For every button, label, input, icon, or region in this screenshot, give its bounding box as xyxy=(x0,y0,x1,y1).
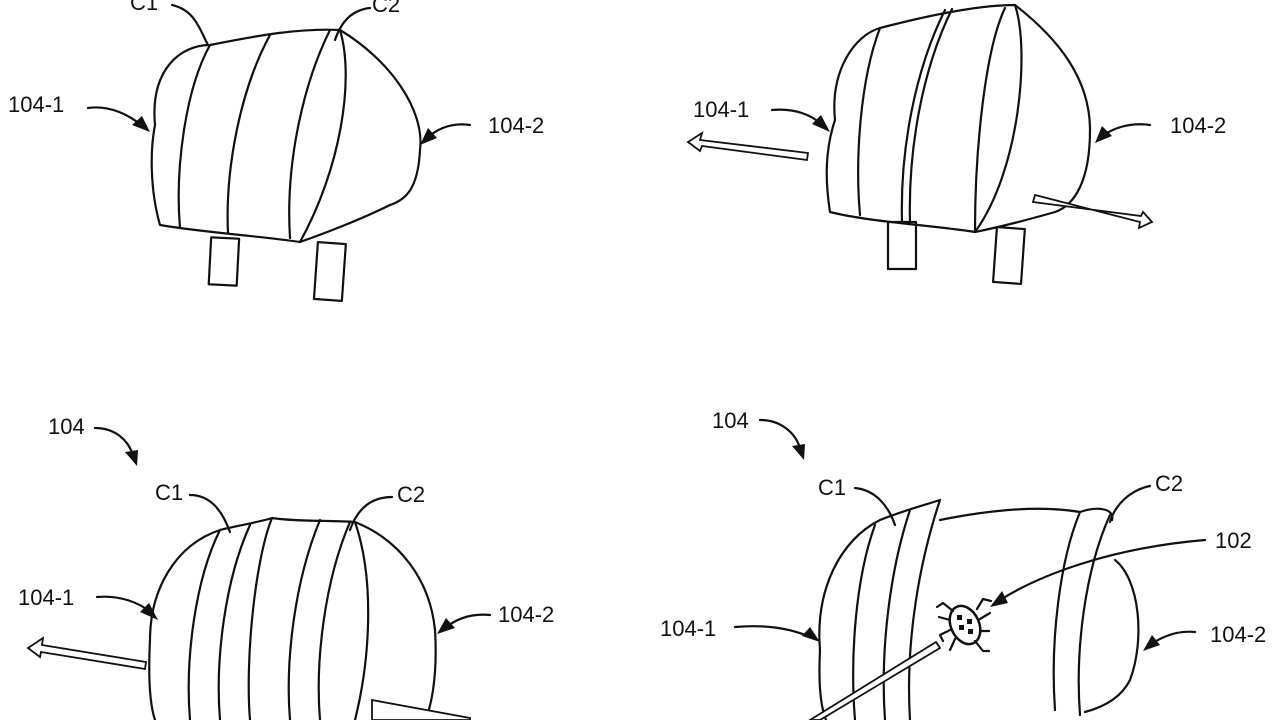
post xyxy=(312,240,347,303)
arrowhead xyxy=(140,603,158,620)
arrowhead xyxy=(125,450,138,466)
leader-c2 xyxy=(1108,484,1152,524)
figure-extended-headrest: 104 C1 C2 104-1 104-2 xyxy=(18,414,554,720)
stripe xyxy=(247,516,274,720)
stripe xyxy=(1052,510,1082,712)
direction-arrow-left[interactable] xyxy=(26,636,148,671)
label-104: 104 xyxy=(712,408,749,433)
leader-c1 xyxy=(188,493,232,534)
arrowhead xyxy=(792,444,805,460)
stripe xyxy=(298,28,347,244)
stripe xyxy=(1077,513,1112,717)
stripe xyxy=(882,508,912,720)
stripe xyxy=(187,528,222,720)
arrowhead xyxy=(990,591,1008,607)
figure-closed-headrest: C1 C2 104-1 104-2 xyxy=(8,0,544,303)
label-c1: C1 xyxy=(818,475,846,500)
stripe xyxy=(288,28,332,240)
leader-c1 xyxy=(170,3,210,47)
label-104-2: 104-2 xyxy=(1170,113,1226,138)
headrest-body xyxy=(825,3,1092,234)
arrowhead xyxy=(132,116,150,132)
label-104-1: 104-1 xyxy=(660,616,716,641)
body-top xyxy=(938,507,1082,522)
direction-arrow-right[interactable] xyxy=(371,698,471,720)
stripe xyxy=(973,3,1023,234)
leader-104 xyxy=(93,426,135,457)
arrowhead xyxy=(1143,635,1160,651)
stripe xyxy=(226,33,272,235)
leader-left xyxy=(733,625,814,640)
headrest-body xyxy=(150,28,422,244)
stripe xyxy=(900,8,947,224)
stripe xyxy=(973,6,1007,232)
arrowhead xyxy=(1095,126,1112,143)
arrowhead xyxy=(802,627,820,642)
label-104-1: 104-1 xyxy=(18,585,74,610)
label-102: 102 xyxy=(1215,528,1252,553)
post xyxy=(886,220,918,271)
headrest-body xyxy=(148,516,437,720)
direction-arrow-left[interactable] xyxy=(808,640,942,720)
label-c1: C1 xyxy=(155,480,183,505)
stripe xyxy=(217,523,252,720)
stripe xyxy=(317,520,352,720)
stripe xyxy=(177,43,212,230)
label-c2: C2 xyxy=(1155,471,1183,496)
label-104-2: 104-2 xyxy=(1210,622,1266,647)
label-c2: C2 xyxy=(372,0,400,17)
label-104-1: 104-1 xyxy=(8,92,64,117)
leader-c1 xyxy=(853,486,897,527)
figure-headrest-with-chip: 104 C1 C2 102 104-1 104-2 xyxy=(660,408,1266,720)
stripe xyxy=(857,26,882,217)
headrest-body xyxy=(818,498,942,720)
stripe xyxy=(908,7,954,225)
arrowhead xyxy=(420,128,437,145)
arrowhead xyxy=(812,115,830,132)
label-104-2: 104-2 xyxy=(488,113,544,138)
stripe xyxy=(353,520,370,720)
stripe xyxy=(287,518,322,720)
chip-icon xyxy=(935,597,993,653)
direction-arrow-right[interactable] xyxy=(1031,193,1154,230)
label-104-1: 104-1 xyxy=(693,97,749,122)
label-c2: C2 xyxy=(397,482,425,507)
post xyxy=(991,225,1026,286)
arrowhead xyxy=(437,618,455,634)
label-104: 104 xyxy=(48,414,85,439)
figure-sliding-headrest: 104-1 104-2 xyxy=(686,3,1226,286)
label-104-2: 104-2 xyxy=(498,602,554,627)
leader-104 xyxy=(758,418,802,450)
post xyxy=(207,236,241,287)
direction-arrow-left[interactable] xyxy=(686,130,810,162)
end-cap xyxy=(1083,558,1140,714)
leader-c2 xyxy=(348,495,394,532)
leader-c2 xyxy=(333,6,372,42)
label-c1: C1 xyxy=(130,0,158,15)
leader-left xyxy=(95,595,152,614)
leader-chip xyxy=(998,538,1207,602)
